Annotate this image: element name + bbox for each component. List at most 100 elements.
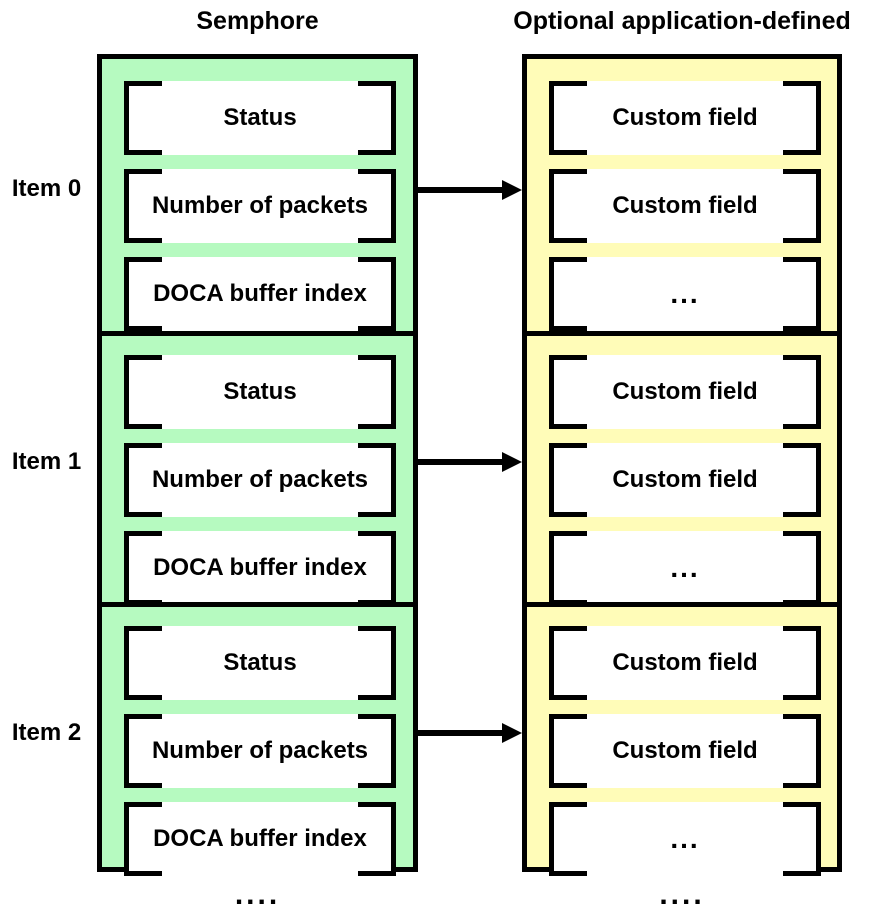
semphore-field-label: Number of packets	[151, 737, 369, 764]
bracket-corner-top-right-icon	[358, 257, 396, 262]
bracket-corner-top-left-icon	[549, 81, 587, 86]
arrow-head-icon	[502, 723, 522, 743]
semphore-field-1-1[interactable]: Number of packets	[124, 443, 396, 517]
arrow-item-1	[418, 452, 522, 472]
bracket-corner-bottom-left-icon	[549, 783, 587, 788]
bracket-corner-bottom-right-icon	[783, 326, 821, 331]
bracket-corner-top-right-icon	[783, 802, 821, 807]
semphore-field-2-0[interactable]: Status	[124, 626, 396, 700]
bracket-corner-bottom-right-icon	[358, 326, 396, 331]
application-field-1-0[interactable]: Custom field	[549, 355, 821, 429]
application-field-2-0[interactable]: Custom field	[549, 626, 821, 700]
application-field-2-1[interactable]: Custom field	[549, 714, 821, 788]
arrow-head-icon	[502, 180, 522, 200]
semphore-panel-item-1: Status Number of packets DOCA buffer ind…	[97, 331, 418, 605]
application-field-0-1[interactable]: Custom field	[549, 169, 821, 243]
semphore-field-1-0[interactable]: Status	[124, 355, 396, 429]
application-field-label: Custom field	[612, 104, 758, 131]
semphore-field-2-1[interactable]: Number of packets	[124, 714, 396, 788]
bracket-corner-bottom-right-icon	[783, 783, 821, 788]
bracket-corner-bottom-left-icon	[549, 424, 587, 429]
bracket-corner-top-left-icon	[549, 257, 587, 262]
column-heading-application-defined: Optional application-defined	[513, 7, 851, 35]
bracket-corner-bottom-right-icon	[783, 695, 821, 700]
bracket-corner-bottom-right-icon	[358, 424, 396, 429]
bracket-corner-top-left-icon	[124, 257, 162, 262]
arrow-head-icon	[502, 452, 522, 472]
bracket-corner-bottom-right-icon	[783, 150, 821, 155]
bracket-corner-bottom-right-icon	[358, 512, 396, 517]
application-field-label: ...	[670, 278, 700, 309]
bracket-corner-bottom-right-icon	[358, 871, 396, 876]
bracket-corner-top-right-icon	[358, 714, 396, 719]
application-field-label: Custom field	[612, 378, 758, 405]
column-heading-semphore: Semphore	[196, 7, 319, 35]
bracket-corner-bottom-left-icon	[549, 326, 587, 331]
bracket-corner-bottom-left-icon	[124, 783, 162, 788]
semphore-field-2-2[interactable]: DOCA buffer index	[124, 802, 396, 876]
bracket-corner-top-right-icon	[358, 169, 396, 174]
application-continuation-dots: ....	[659, 878, 705, 911]
bracket-corner-bottom-left-icon	[549, 238, 587, 243]
application-field-0-2[interactable]: ...	[549, 257, 821, 331]
semphore-field-0-0[interactable]: Status	[124, 81, 396, 155]
bracket-corner-bottom-left-icon	[124, 150, 162, 155]
semphore-field-label: Status	[223, 378, 297, 405]
application-field-1-2[interactable]: ...	[549, 531, 821, 605]
semphore-field-0-1[interactable]: Number of packets	[124, 169, 396, 243]
bracket-corner-top-left-icon	[124, 355, 162, 360]
bracket-corner-bottom-left-icon	[124, 512, 162, 517]
bracket-corner-top-left-icon	[124, 531, 162, 536]
bracket-corner-top-left-icon	[124, 802, 162, 807]
bracket-corner-bottom-left-icon	[124, 238, 162, 243]
bracket-corner-bottom-right-icon	[783, 512, 821, 517]
bracket-corner-top-left-icon	[549, 355, 587, 360]
bracket-corner-top-left-icon	[549, 714, 587, 719]
arrow-item-2	[418, 723, 522, 743]
semphore-field-label: Number of packets	[151, 192, 369, 219]
bracket-corner-bottom-left-icon	[549, 871, 587, 876]
application-field-label: Custom field	[612, 466, 758, 493]
application-field-2-2[interactable]: ...	[549, 802, 821, 876]
bracket-corner-bottom-left-icon	[549, 695, 587, 700]
application-field-label: ...	[670, 823, 700, 854]
bracket-corner-top-right-icon	[358, 802, 396, 807]
bracket-corner-bottom-right-icon	[358, 695, 396, 700]
bracket-corner-top-right-icon	[783, 531, 821, 536]
application-field-label: Custom field	[612, 649, 758, 676]
application-field-label: Custom field	[612, 737, 758, 764]
semphore-field-label: DOCA buffer index	[153, 825, 367, 852]
semphore-field-0-2[interactable]: DOCA buffer index	[124, 257, 396, 331]
bracket-corner-top-right-icon	[358, 531, 396, 536]
arrow-shaft	[418, 730, 504, 736]
bracket-corner-top-left-icon	[549, 169, 587, 174]
semphore-continuation-dots: ....	[234, 878, 281, 911]
semphore-panel-item-0: Status Number of packets DOCA buffer ind…	[97, 54, 418, 331]
bracket-corner-bottom-left-icon	[124, 326, 162, 331]
bracket-corner-top-left-icon	[549, 531, 587, 536]
arrow-shaft	[418, 187, 504, 193]
application-panel-item-2: Custom field Custom field ...	[522, 602, 842, 876]
application-field-1-1[interactable]: Custom field	[549, 443, 821, 517]
bracket-corner-bottom-right-icon	[783, 424, 821, 429]
arrow-item-0	[418, 180, 522, 200]
semphore-field-label: Number of packets	[151, 466, 369, 493]
bracket-corner-top-left-icon	[549, 802, 587, 807]
semphore-panel-item-2: Status Number of packets DOCA buffer ind…	[97, 602, 418, 876]
semphore-field-label: DOCA buffer index	[153, 554, 367, 581]
bracket-corner-bottom-right-icon	[358, 238, 396, 243]
bracket-corner-bottom-left-icon	[124, 424, 162, 429]
bracket-corner-top-right-icon	[358, 81, 396, 86]
application-field-0-0[interactable]: Custom field	[549, 81, 821, 155]
bracket-corner-top-right-icon	[783, 81, 821, 86]
bracket-corner-top-right-icon	[783, 626, 821, 631]
bracket-corner-top-left-icon	[124, 169, 162, 174]
item-label-1: Item 1	[11, 448, 82, 475]
bracket-corner-bottom-right-icon	[358, 150, 396, 155]
semphore-field-1-2[interactable]: DOCA buffer index	[124, 531, 396, 605]
application-field-label: Custom field	[612, 192, 758, 219]
item-label-0: Item 0	[11, 175, 82, 202]
bracket-corner-top-right-icon	[783, 257, 821, 262]
bracket-corner-top-right-icon	[783, 355, 821, 360]
bracket-corner-bottom-left-icon	[549, 512, 587, 517]
